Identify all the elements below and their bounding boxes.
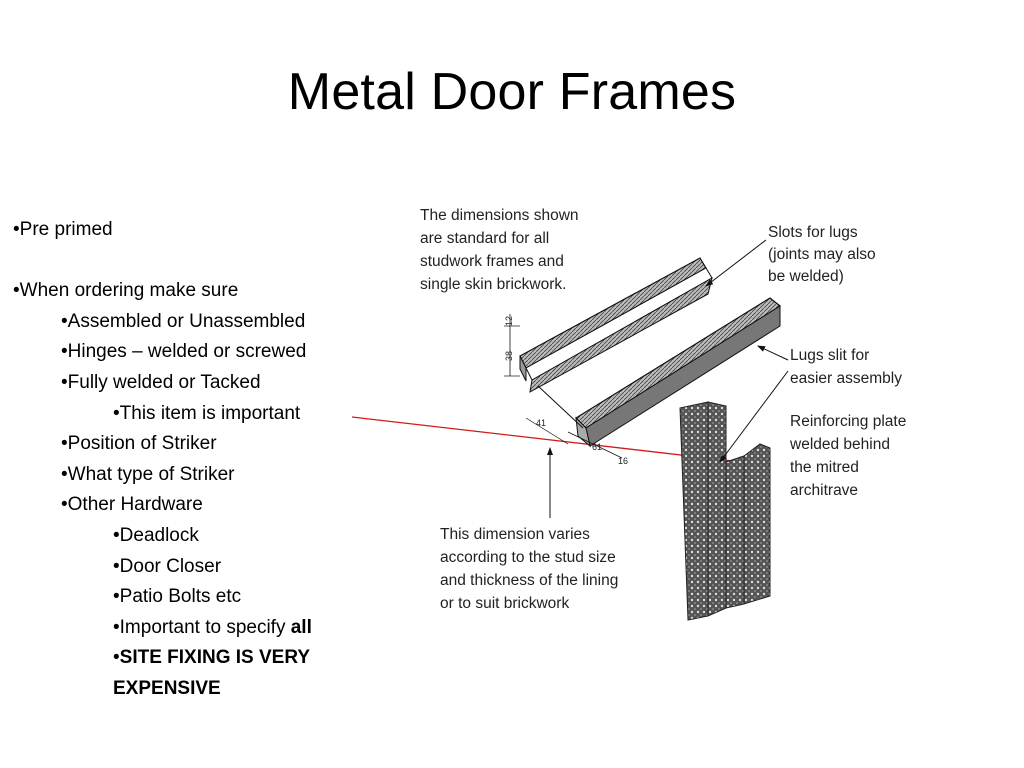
bullet-when-ordering: •When ordering make sure xyxy=(13,280,239,302)
bullet-list: •Pre primed •When ordering make sure •As… xyxy=(13,215,393,705)
dim-41: 41 xyxy=(536,418,546,428)
bullet-hinges: •Hinges – welded or screwed xyxy=(61,341,307,363)
brickwork-wall xyxy=(679,401,771,621)
bullet-other-hardware: •Other Hardware xyxy=(61,494,203,516)
frame-jamb-rail xyxy=(537,297,782,448)
note-dimension-varies: This dimension varies according to the s… xyxy=(440,526,623,612)
bullet-deadlock: •Deadlock xyxy=(113,524,199,546)
door-frame-diagram: The dimensions shown are standard for al… xyxy=(420,207,911,621)
dim-16: 16 xyxy=(618,456,628,466)
bullet-position-striker: •Position of Striker xyxy=(61,433,217,455)
bullet-site-fixing: •SITE FIXING IS VERY EXPENSIVE xyxy=(113,647,310,699)
frame-head-rail xyxy=(519,257,713,393)
note-slots-for-lugs: Slots for lugs (joints may also be welde… xyxy=(768,224,880,285)
bullet-pre-primed: •Pre primed xyxy=(13,219,113,240)
dim-38: 38 xyxy=(504,351,514,361)
bullet-patio-bolts: •Patio Bolts etc xyxy=(113,586,242,608)
note-dimensions-standard: The dimensions shown are standard for al… xyxy=(420,207,583,293)
slide-title: Metal Door Frames xyxy=(287,63,737,121)
bullet-welded: •Fully welded or Tacked xyxy=(61,371,261,393)
bullet-door-closer: •Door Closer xyxy=(113,555,222,577)
bullet-important-item: •This item is important xyxy=(113,402,301,424)
bullet-type-striker: •What type of Striker xyxy=(61,463,235,485)
bullet-assembled: •Assembled or Unassembled xyxy=(61,310,306,332)
dimension-marks: 12 38 41 61 16 xyxy=(504,314,628,466)
note-lugs-slit: Lugs slit for easier assembly xyxy=(790,347,902,387)
dim-61: 61 xyxy=(592,442,602,452)
bullet-specify-all: •Important to specify all xyxy=(113,616,312,638)
dim-12: 12 xyxy=(504,316,514,326)
spacer xyxy=(13,246,393,277)
note-reinforcing-plate: Reinforcing plate welded behind the mitr… xyxy=(789,413,911,499)
